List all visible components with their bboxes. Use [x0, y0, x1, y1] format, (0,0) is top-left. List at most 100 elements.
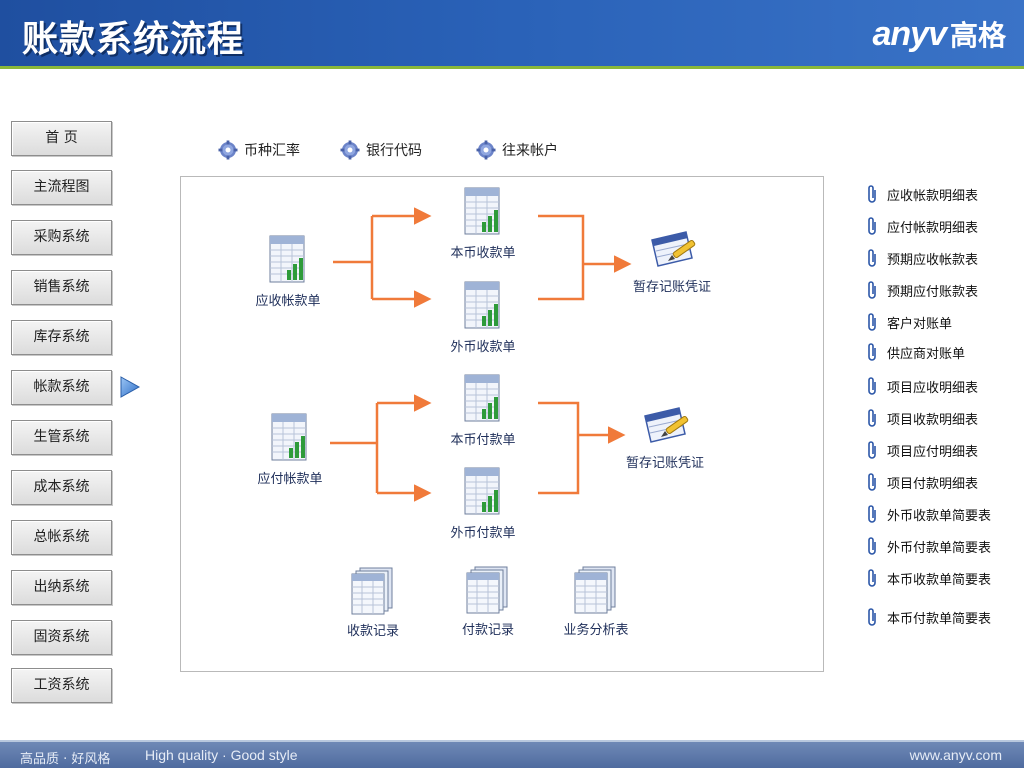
nav-item-payroll[interactable]: 工资系统	[11, 668, 112, 703]
nav-item-main-flow[interactable]: 主流程图	[11, 170, 112, 205]
paperclip-icon	[868, 505, 876, 523]
report-project-receipts[interactable]: 项目收款明细表	[866, 407, 978, 429]
gear-icon	[340, 140, 360, 160]
link-accounts[interactable]: 往来帐户	[476, 139, 558, 161]
logo-text-en: anyv	[872, 15, 946, 53]
footer-slogan-en: High quality · Good style	[145, 747, 298, 763]
paperclip-icon	[868, 249, 876, 267]
paperclip-icon	[868, 217, 876, 235]
gear-icon	[218, 140, 238, 160]
node-local-receipt[interactable]: 本币收款单	[443, 186, 523, 261]
report-label: 应付帐款明细表	[887, 220, 979, 236]
node-receipt-records[interactable]: 收款记录	[333, 566, 413, 639]
node-label: 暂存记账凭证	[625, 456, 704, 471]
nav-item-home[interactable]: 首 页	[11, 121, 112, 156]
node-label: 暂存记账凭证	[632, 280, 711, 295]
spreadsheet-icon	[271, 413, 307, 461]
header-bar: 账款系统流程 anyv 高格	[0, 0, 1024, 66]
paperclip-icon	[868, 377, 876, 395]
notepad-pen-icon	[651, 231, 696, 267]
active-pointer-icon	[120, 376, 140, 398]
report-label: 项目收款明细表	[887, 412, 979, 428]
brand-logo: anyv 高格	[872, 14, 1006, 54]
report-project-payments[interactable]: 项目付款明细表	[866, 471, 978, 493]
node-label: 应付帐款单	[257, 472, 323, 487]
nav-item-purchasing[interactable]: 采购系统	[11, 220, 112, 255]
nav-item-production[interactable]: 生管系统	[11, 420, 112, 455]
report-label: 供应商对账单	[887, 346, 966, 362]
document-stack-icon	[466, 566, 508, 614]
nav-item-inventory[interactable]: 库存系统	[11, 320, 112, 355]
link-label: 币种汇率	[244, 143, 300, 159]
link-label: 往来帐户	[502, 143, 558, 159]
report-project-ap[interactable]: 项目应付明细表	[866, 439, 978, 461]
document-stack-icon	[574, 566, 616, 614]
paperclip-icon	[868, 313, 876, 331]
report-label: 项目付款明细表	[887, 476, 979, 492]
node-label: 付款记录	[461, 623, 514, 638]
report-foreign-receipt-summary[interactable]: 外币收款单简要表	[866, 503, 991, 525]
nav-item-fixed-assets[interactable]: 固资系统	[11, 620, 112, 655]
report-label: 客户对账单	[887, 316, 953, 332]
page-title: 账款系统流程	[22, 18, 245, 60]
nav-item-accounts[interactable]: 帐款系统	[11, 370, 112, 405]
gear-icon	[476, 140, 496, 160]
node-payable-doc[interactable]: 应付帐款单	[250, 412, 330, 487]
notepad-pen-icon	[644, 407, 689, 443]
node-label: 业务分析表	[563, 623, 629, 638]
paperclip-icon	[868, 569, 876, 587]
header-divider	[0, 66, 1024, 69]
node-receivable-doc[interactable]: 应收帐款单	[248, 234, 328, 309]
paperclip-icon	[868, 441, 876, 459]
node-business-analysis[interactable]: 业务分析表	[552, 565, 640, 638]
node-label: 本币收款单	[450, 246, 516, 261]
node-local-payment[interactable]: 本币付款单	[443, 373, 523, 448]
node-voucher-receivable[interactable]: 暂存记账凭证	[624, 228, 720, 295]
report-label: 外币付款单简要表	[887, 540, 992, 556]
footer-website: www.anyv.com	[909, 747, 1002, 763]
nav-item-cashier[interactable]: 出纳系统	[11, 570, 112, 605]
paperclip-icon	[868, 185, 876, 203]
paperclip-icon	[868, 473, 876, 491]
report-label: 项目应收明细表	[887, 380, 979, 396]
report-label: 应收帐款明细表	[887, 188, 979, 204]
node-foreign-payment[interactable]: 外币付款单	[443, 466, 523, 541]
report-label: 本币收款单简要表	[887, 572, 992, 588]
paperclip-icon	[868, 537, 876, 555]
node-payment-records[interactable]: 付款记录	[448, 565, 528, 638]
report-local-payment-summary[interactable]: 本币付款单简要表	[866, 606, 991, 628]
nav-item-cost[interactable]: 成本系统	[11, 470, 112, 505]
report-label: 本币付款单简要表	[887, 611, 992, 627]
paperclip-icon	[868, 608, 876, 626]
report-label: 项目应付明细表	[887, 444, 979, 460]
link-currency-rates[interactable]: 币种汇率	[218, 139, 300, 161]
report-label: 外币收款单简要表	[887, 508, 992, 524]
spreadsheet-icon	[269, 235, 305, 283]
nav-item-ledger[interactable]: 总帐系统	[11, 520, 112, 555]
spreadsheet-icon	[464, 281, 500, 329]
logo-text-cn: 高格	[949, 19, 1006, 52]
report-foreign-payment-summary[interactable]: 外币付款单简要表	[866, 535, 991, 557]
node-foreign-receipt[interactable]: 外币收款单	[443, 280, 523, 355]
nav-item-sales[interactable]: 销售系统	[11, 270, 112, 305]
spreadsheet-icon	[464, 374, 500, 422]
report-expected-ar[interactable]: 预期应收帐款表	[866, 247, 978, 269]
document-stack-icon	[351, 567, 393, 615]
paperclip-icon	[868, 409, 876, 427]
footer-slogan-cn: 高品质 · 好风格	[20, 752, 111, 767]
report-customer-statement[interactable]: 客户对账单	[866, 311, 952, 333]
report-supplier-statement[interactable]: 供应商对账单	[866, 341, 965, 363]
node-label: 外币收款单	[450, 340, 516, 355]
node-label: 收款记录	[346, 624, 399, 639]
spreadsheet-icon	[464, 187, 500, 235]
report-project-ar[interactable]: 项目应收明细表	[866, 375, 978, 397]
report-ap-detail[interactable]: 应付帐款明细表	[866, 215, 978, 237]
report-local-receipt-summary[interactable]: 本币收款单简要表	[866, 567, 991, 589]
link-bank-codes[interactable]: 银行代码	[340, 139, 422, 161]
paperclip-icon	[868, 281, 876, 299]
node-label: 应收帐款单	[255, 294, 321, 309]
node-voucher-payable[interactable]: 暂存记账凭证	[617, 404, 713, 471]
report-ar-detail[interactable]: 应收帐款明细表	[866, 183, 978, 205]
report-expected-ap[interactable]: 预期应付账款表	[866, 279, 978, 301]
